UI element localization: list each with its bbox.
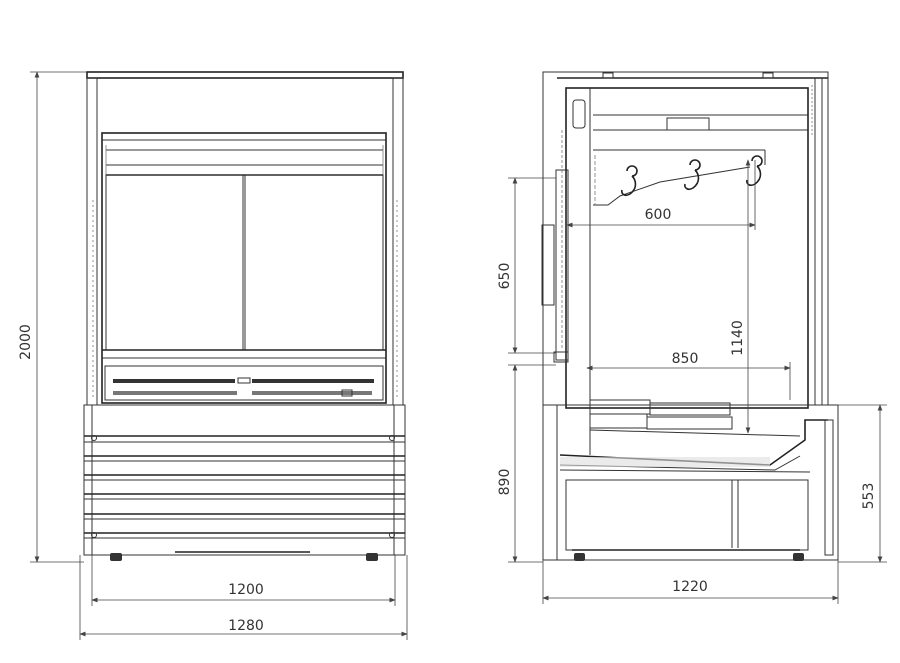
side-cabinet	[541, 71, 829, 455]
dim-label-553: 553	[861, 483, 877, 510]
dimension-890: 890	[497, 364, 556, 563]
dimension-650: 650	[497, 177, 556, 354]
side-view: 600 650 1140 850 890 553	[497, 71, 887, 604]
meat-hook-2	[684, 159, 701, 191]
meat-hook-3	[746, 155, 763, 187]
hook-rail	[593, 149, 766, 206]
dimension-600: 600	[566, 160, 756, 230]
dim-label-1140: 1140	[730, 320, 746, 356]
dim-label-2000: 2000	[18, 324, 34, 360]
dim-label-1220: 1220	[672, 579, 708, 595]
foot-rear	[574, 553, 585, 561]
dimension-1280: 1280	[79, 555, 408, 640]
dimension-1220: 1220	[542, 560, 839, 604]
front-base	[83, 404, 406, 561]
dim-label-1200: 1200	[228, 582, 264, 598]
dim-label-1280: 1280	[228, 618, 264, 634]
dim-label-850: 850	[672, 351, 699, 367]
display-tub	[559, 399, 828, 473]
dimension-553: 553	[838, 404, 887, 563]
dim-label-600: 600	[645, 207, 672, 223]
dimension-1200: 1200	[91, 555, 396, 606]
front-view: 2000 1200 1280	[18, 71, 408, 640]
meat-hook-1	[621, 165, 638, 197]
foot-front	[793, 553, 804, 561]
dim-label-650: 650	[497, 263, 513, 290]
glass-doors	[102, 174, 386, 359]
air-grille	[104, 365, 384, 401]
dimension-2000: 2000	[18, 71, 87, 563]
dim-label-890: 890	[497, 469, 513, 496]
display-window	[101, 132, 387, 404]
side-base	[542, 404, 839, 561]
foot-right	[366, 553, 378, 561]
dimension-850: 850	[586, 351, 791, 400]
dimension-1140: 1140	[730, 159, 751, 434]
foot-left	[110, 553, 122, 561]
